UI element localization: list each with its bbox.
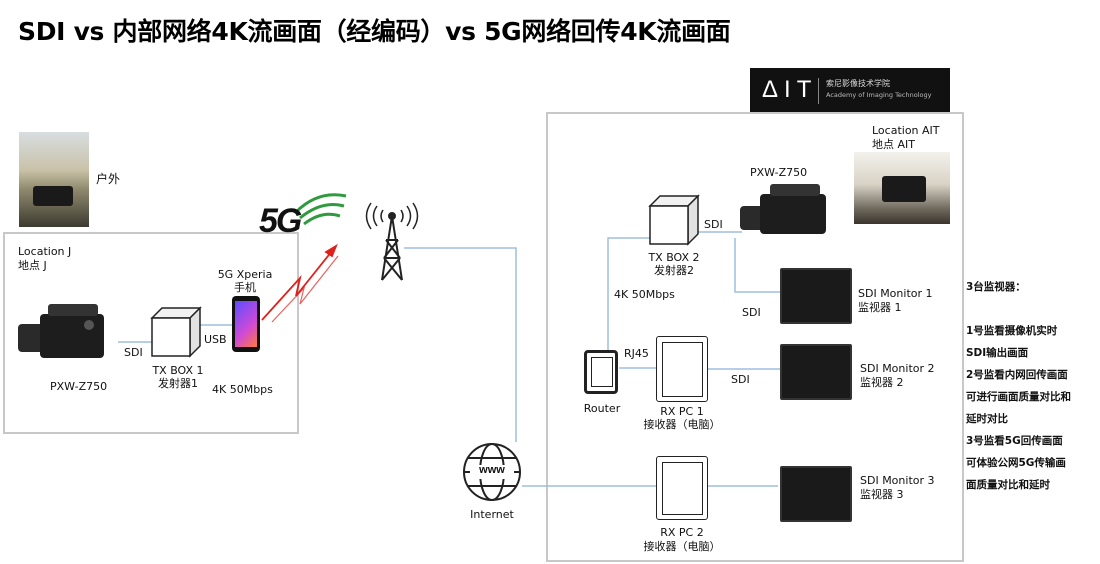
notes-line: 可体验公网5G传输画 [966, 457, 1066, 469]
outdoor-camera-shape [33, 186, 73, 206]
notes-panel: 3台监视器： 1号监看摄像机实时 SDI输出画面 2号监看内网回传画面 可进行画… [966, 276, 1071, 496]
camera-j-icon [18, 300, 118, 370]
tx-box-2-label: TX BOX 2 [648, 251, 700, 264]
xperia-phone-icon [232, 296, 260, 352]
tx2-to-router-line [607, 237, 650, 350]
phone-label: 5G Xperia [217, 268, 273, 281]
globe-www-text: www [479, 464, 505, 476]
5g-swoosh-icon [294, 193, 347, 226]
rx-pc-2-icon [656, 456, 708, 520]
ait-photo-camera-shape [882, 176, 926, 202]
rx-pc-2-label: RX PC 2 [660, 526, 704, 539]
logo-divider [818, 78, 819, 104]
camera-ait-label: PXW-Z750 [750, 166, 808, 179]
camera-j-label: PXW-Z750 [50, 380, 108, 393]
notes-line: SDI输出画面 [966, 347, 1029, 359]
router-label: Router [583, 402, 621, 415]
tx-box-1-label: TX BOX 1 [152, 364, 204, 377]
usb-label: USB [204, 333, 227, 346]
notes-line: 3台监视器： [966, 281, 1026, 293]
monitor-3-label: SDI Monitor 3 [860, 474, 935, 487]
5g-signal-bolt [261, 243, 339, 323]
tx-box-1-cn-label: 发射器1 [158, 377, 198, 390]
notes-line: 1号监看摄像机实时 [966, 325, 1058, 337]
phone-cn-label: 手机 [234, 281, 256, 294]
ait-logo-mark: ΔIT [762, 76, 818, 103]
page-title: SDI vs 内部网络4K流画面（经编码）vs 5G网络回传4K流画面 [18, 17, 731, 46]
monitor-3-cn-label: 监视器 3 [860, 488, 904, 501]
location-ait-cn-label: 地点 AIT [872, 138, 915, 151]
router-icon [584, 350, 618, 394]
bitrate-j-label: 4K 50Mbps [212, 383, 273, 396]
rx-pc-1-icon [656, 336, 708, 402]
tx-box-1-icon [150, 306, 202, 358]
camera-ait-icon [740, 182, 836, 240]
ait-logo-cn: 索尼影像技术学院 [826, 79, 890, 88]
monitor-1-cn-label: 监视器 1 [858, 301, 902, 314]
rx-pc-2-cn-label: 接收器（电脑） [643, 540, 721, 553]
monitor-3-icon [780, 466, 852, 522]
notes-line: 面质量对比和延时 [966, 479, 1050, 491]
notes-line: 可进行画面质量对比和 [966, 391, 1071, 403]
notes-line: 2号监看内网回传画面 [966, 369, 1068, 381]
rx-pc-1-label: RX PC 1 [660, 405, 704, 418]
notes-line: 3号监看5G回传画面 [966, 435, 1063, 447]
sdi-cam-monitor1-label: SDI [742, 306, 761, 319]
5g-logo-text: 5G [259, 202, 302, 240]
cell-tower-icon [365, 202, 419, 281]
internet-label: Internet [470, 508, 514, 521]
outdoor-photo [19, 132, 89, 227]
tower-to-internet-line [404, 247, 517, 442]
camera-to-monitor1-line [734, 238, 780, 293]
monitor-2-label: SDI Monitor 2 [860, 362, 935, 375]
monitor-1-label: SDI Monitor 1 [858, 287, 933, 300]
tx-box-2-cn-label: 发射器2 [654, 264, 694, 277]
notes-line [966, 298, 1071, 320]
rx-pc-1-cn-label: 接收器（电脑） [643, 418, 721, 431]
ait-logo-en: Academy of Imaging Technology [826, 91, 932, 99]
outdoor-label: 户外 [96, 172, 121, 186]
notes-line: 延时对比 [966, 413, 1008, 425]
ait-photo [854, 152, 950, 224]
ait-logo: ΔIT 索尼影像技术学院 Academy of Imaging Technolo… [750, 68, 950, 114]
sdi-j-label: SDI [124, 346, 143, 359]
location-j-label: Location J [18, 245, 72, 258]
monitor-2-cn-label: 监视器 2 [860, 376, 904, 389]
monitor-1-icon [780, 268, 852, 324]
location-j-cn-label: 地点 J [18, 259, 47, 272]
sdi-cam-tx2-label: SDI [704, 218, 723, 231]
monitor-2-icon [780, 344, 852, 400]
bitrate-ait-label: 4K 50Mbps [614, 288, 675, 301]
location-ait-label: Location AIT [872, 124, 940, 137]
rj45-label: RJ45 [624, 347, 649, 360]
tx-box-2-icon [648, 194, 700, 246]
sdi-pc1-monitor2-label: SDI [731, 373, 750, 386]
